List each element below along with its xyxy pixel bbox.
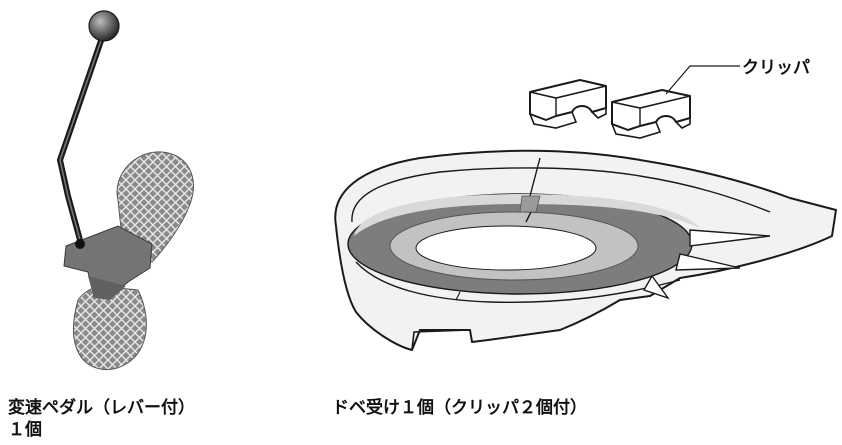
droppings-basin (334, 149, 837, 351)
lever-rod (57, 29, 107, 243)
spike-2 (675, 253, 741, 271)
pedal-caption-line2: １個 (8, 420, 42, 440)
lever-pivot (75, 239, 85, 249)
basin-center (415, 225, 597, 271)
lever-knob (88, 10, 120, 42)
pedal-caption-line1: 変速ペダル（レバー付） (8, 398, 195, 418)
spike-3 (642, 274, 670, 300)
clip-leader-line (665, 65, 740, 95)
clip-left (529, 79, 607, 129)
spike-1 (689, 229, 771, 247)
clip-right (611, 89, 691, 139)
basin-caption: ドベ受け１個（クリッパ２個付） (332, 398, 587, 418)
clip-label: クリッパ (742, 58, 810, 78)
shift-pedal (57, 10, 194, 371)
